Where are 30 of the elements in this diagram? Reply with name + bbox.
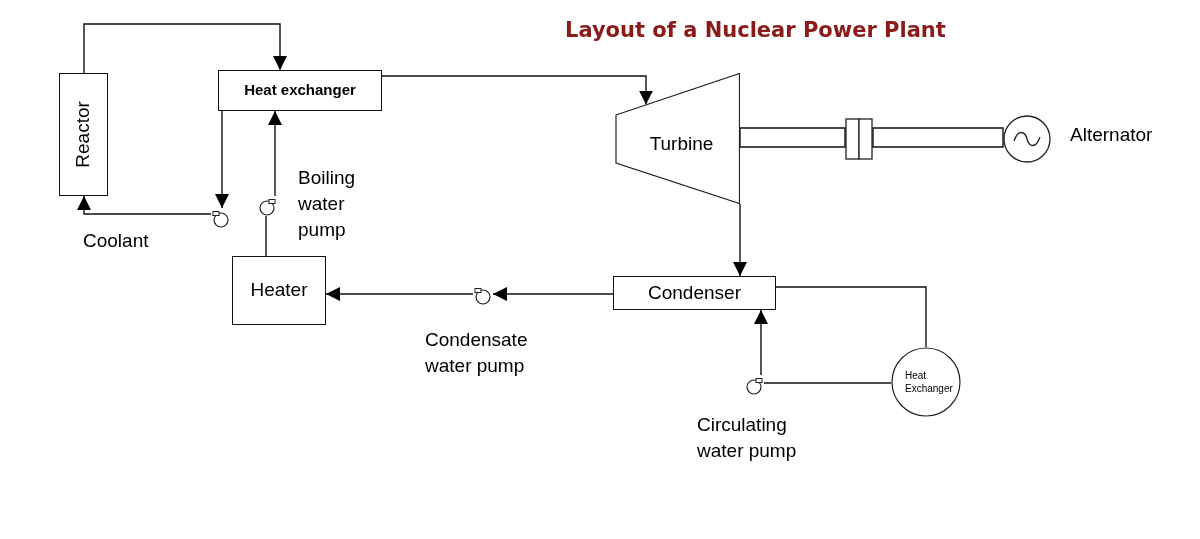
flow-arrow bbox=[325, 287, 474, 301]
box-label: Heat exchanger bbox=[244, 82, 356, 99]
box-label: Reactor bbox=[73, 101, 94, 168]
flow-label: Coolant bbox=[83, 230, 149, 252]
process-box bbox=[613, 276, 776, 310]
pipe-line bbox=[775, 286, 927, 348]
component-label: Alternator bbox=[1070, 123, 1154, 147]
component-label: Circulating water pump bbox=[697, 413, 798, 463]
flow-arrow bbox=[83, 23, 287, 74]
diagram-title: Layout of a Nuclear Power Plant bbox=[565, 18, 946, 42]
pipe-line bbox=[265, 215, 267, 257]
box-label: Condenser bbox=[648, 282, 741, 304]
shape-label: Turbine bbox=[648, 133, 715, 155]
flow-arrow bbox=[381, 75, 653, 106]
flow-arrow bbox=[268, 110, 282, 197]
component-label: Boiling water pump bbox=[298, 166, 357, 242]
flow-arrow bbox=[754, 309, 768, 376]
flow-arrow bbox=[733, 203, 747, 277]
shaft-line bbox=[739, 127, 846, 148]
pipe-line bbox=[763, 382, 892, 384]
shape-label: Heat Exchanger bbox=[905, 369, 953, 395]
component-label: Condensate water pump bbox=[425, 328, 529, 378]
flow-arrow bbox=[77, 195, 212, 215]
process-box bbox=[232, 256, 326, 325]
process-box bbox=[59, 73, 108, 196]
flow-arrow bbox=[215, 110, 229, 209]
shaft-line bbox=[872, 127, 1004, 148]
flow-arrow bbox=[492, 287, 614, 301]
process-box bbox=[218, 70, 382, 111]
box-label: Heater bbox=[250, 280, 308, 301]
